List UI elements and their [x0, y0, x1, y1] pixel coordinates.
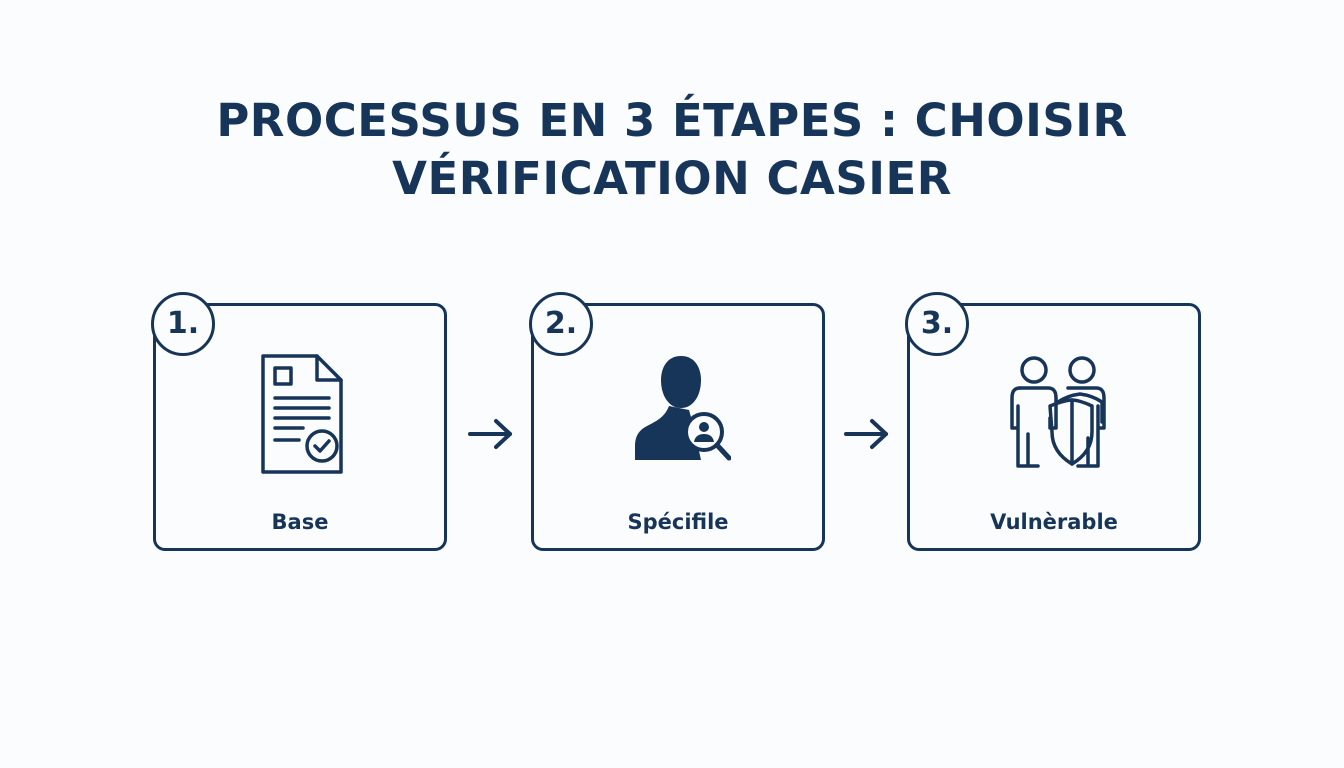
step-label: Spécifile	[627, 510, 729, 534]
arrow-right-icon	[842, 414, 892, 454]
step-number-badge: 3.	[905, 292, 969, 356]
arrow-right-icon	[466, 414, 516, 454]
step-card-specific: 2. Spécifile	[529, 292, 825, 551]
step-number-badge: 2.	[529, 292, 593, 356]
step-label: Vulnèrable	[990, 510, 1118, 534]
diagram-title: PROCESSUS EN 3 ÉTAPES : CHOISIR VÉRIFICA…	[0, 92, 1344, 208]
step-card-vulnerable: 3. Vulnèrable	[905, 292, 1201, 551]
step-label: Base	[271, 510, 329, 534]
step-card-base: 1. Base	[151, 292, 447, 551]
person-search-icon	[631, 348, 731, 478]
step-number-badge: 1.	[151, 292, 215, 356]
title-line-1: PROCESSUS EN 3 ÉTAPES : CHOISIR	[216, 94, 1128, 147]
people-shield-icon	[1007, 348, 1107, 478]
document-check-icon	[253, 348, 353, 478]
title-line-2: VÉRIFICATION CASIER	[392, 152, 952, 205]
